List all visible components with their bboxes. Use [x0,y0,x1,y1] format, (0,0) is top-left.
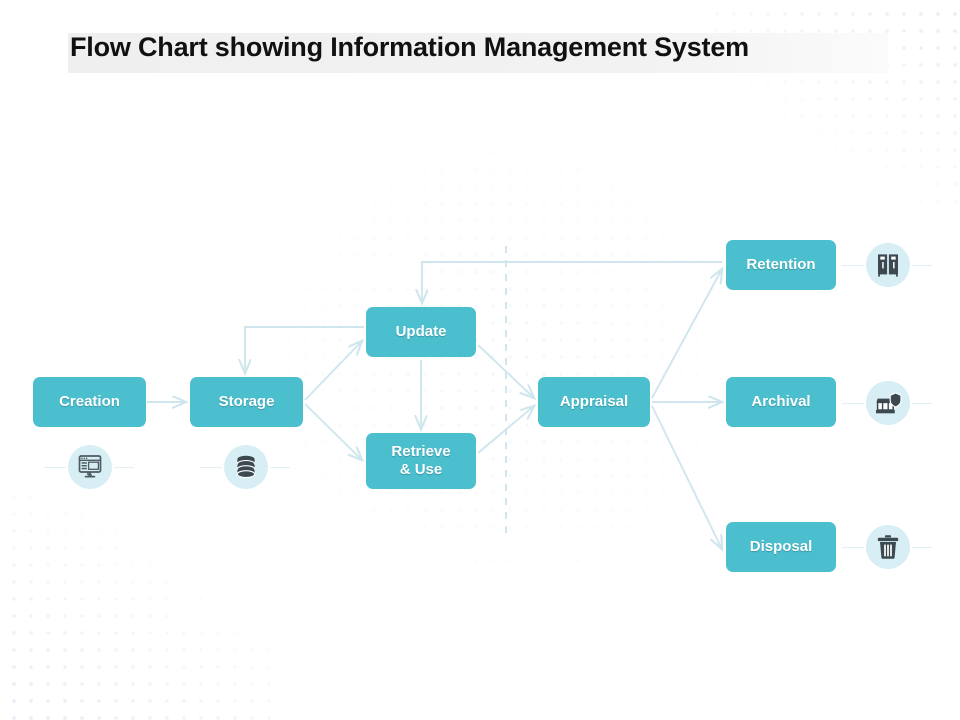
node-retrieve-and-use[interactable]: Retrieve & Use [366,433,476,489]
edge-appraisal-to-retention [651,269,722,399]
node-storage-label: Storage [218,393,275,411]
node-archival-label: Archival [751,393,811,411]
icon-tick-archival-right [912,403,932,404]
background-dot-pattern-bottom-left [0,494,284,720]
archive-shield-icon [866,381,910,425]
edge-appraisal-to-disposal [651,405,722,549]
background-dot-pattern-center [150,150,850,580]
icon-tick-disposal-left [842,547,864,548]
edge-retention-to-update [422,261,722,303]
icon-tick-archival-left [842,403,864,404]
title-background-band [68,33,888,73]
edge-update-to-storage [245,326,364,373]
edge-retrieve-to-appraisal [477,406,534,454]
node-creation[interactable]: Creation [33,377,146,427]
node-retrieve-and-use-label: Retrieve & Use [391,443,451,478]
trash-bin-icon [866,525,910,569]
database-icon [224,445,268,489]
edge-update-to-appraisal [477,344,534,398]
node-retention[interactable]: Retention [726,240,836,290]
node-appraisal[interactable]: Appraisal [538,377,650,427]
node-appraisal-label: Appraisal [559,393,629,411]
filing-cabinet-icon [866,243,910,287]
icon-tick-creation-left [44,467,66,468]
icon-tick-storage-left [200,467,222,468]
icon-tick-disposal-right [912,547,932,548]
icon-tick-creation-right [114,467,134,468]
background-dot-pattern-top-right [714,0,960,204]
page-title: Flow Chart showing Information Managemen… [70,32,749,62]
icon-tick-storage-right [270,467,290,468]
node-update[interactable]: Update [366,307,476,357]
monitor-webpage-icon [68,445,112,489]
node-archival[interactable]: Archival [726,377,836,427]
node-disposal[interactable]: Disposal [726,522,836,572]
node-storage[interactable]: Storage [190,377,303,427]
node-creation-label: Creation [59,393,120,411]
icon-tick-retention-left [842,265,864,266]
icon-tick-retention-right [912,265,932,266]
edge-storage-to-retrieve [304,403,362,460]
node-disposal-label: Disposal [749,538,813,556]
node-retention-label: Retention [746,256,816,274]
node-update-label: Update [395,323,447,341]
edge-storage-to-update [304,341,362,401]
